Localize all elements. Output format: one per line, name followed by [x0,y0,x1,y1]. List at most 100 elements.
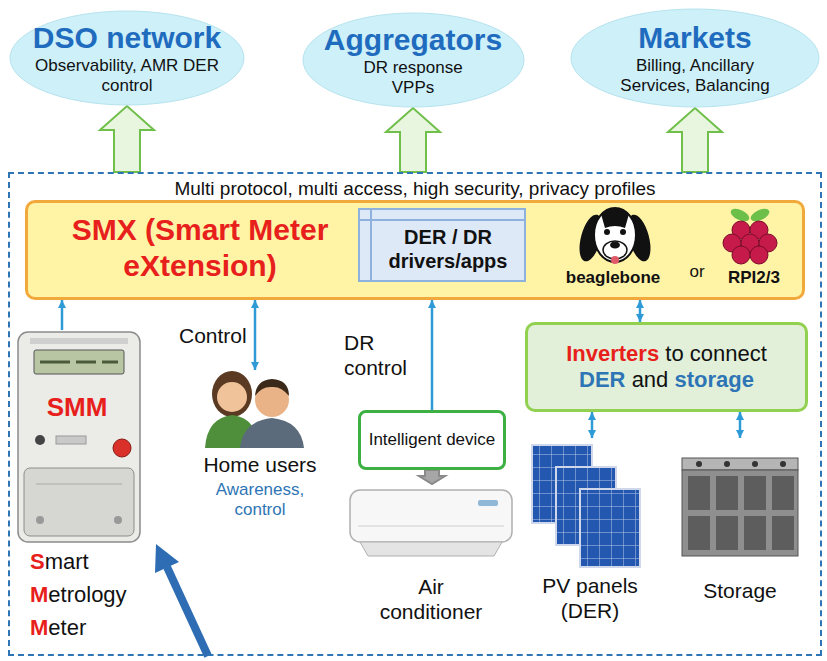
meter-illustration [18,332,140,542]
node-note: Awareness, control [205,480,315,521]
raspberry-pi-logo [732,246,750,264]
storage-illustration [688,476,710,510]
pointer-arrow [155,544,179,573]
ellipse-outline [303,13,524,107]
block-arrow [419,470,445,484]
meter-illustration [35,435,45,445]
text-run: storage [674,367,753,392]
node-caption: PV panels (DER) [535,573,645,623]
inverter-box: Inverters to connect DER and storage [525,322,808,412]
block-arrow [100,106,154,172]
initial-letter: M [30,615,48,640]
meter-illustration [36,484,122,485]
connector-line [591,412,594,438]
block-arrow [668,108,722,172]
storage-illustration [780,461,786,467]
meter-illustration [40,361,118,364]
pointer-arrow [167,567,208,656]
appliance-node: Air conditioner [345,484,517,644]
pv-panels-illustration [532,445,640,567]
storage-illustration [744,476,766,510]
service-ellipse: DSO networkObservability, AMR DER contro… [9,10,245,106]
users-illustration [255,379,289,396]
service-ellipse: AggregatorsDR response VPPs [302,12,525,108]
ellipse-text: Billing, Ancillary Services, Balancing [603,56,788,97]
device-box: Intelligent device [358,410,506,470]
beaglebone-logo [610,242,620,249]
meter-illustration [18,332,140,542]
storage-illustration [772,476,794,510]
beaglebone-logo [575,208,655,264]
beaglebone-logo [594,208,636,262]
initial-letter: M [30,582,48,607]
meter-illustration [30,338,128,344]
meter-illustration [36,516,44,524]
box-text: DER / DR drivers/apps [376,225,520,273]
storage-illustration [716,476,738,510]
storage-illustration [716,516,738,550]
users-illustration [240,418,304,448]
storage-illustration [744,516,766,550]
storage-illustration [682,458,798,470]
air-conditioner-illustration [478,500,498,506]
connector-line [254,300,257,370]
meter-illustration [113,439,131,457]
storage-illustration [696,461,702,467]
board-name: RPI2/3 [714,268,794,288]
boundary-caption: Multi protocol, multi access, high secur… [10,178,820,201]
block-arrow [386,108,440,172]
beaglebone-logo [601,208,629,228]
service-ellipse: MarketsBilling, Ancillary Services, Bala… [570,8,820,108]
raspberry-pi-logo [723,206,777,264]
initial-letter: S [30,549,45,574]
air-conditioner-illustration [358,526,504,527]
smx-box: DER / DR drivers/apps SMX (Smart Meter eX… [25,200,805,300]
node-caption: Storage [672,578,808,603]
box-text: Intelligent device [369,430,496,450]
node-caption: Air conditioner [371,574,491,624]
text-run: DER [579,367,625,392]
driver-box: DER / DR drivers/apps [358,208,526,282]
ellipse-text: Observability, AMR DER control [35,56,220,97]
box-text: Inverters to connect DER and storage [552,341,782,394]
raspberry-pi-logo [750,246,768,264]
air-conditioner-illustration [360,542,502,556]
air-conditioner-illustration [350,490,512,556]
meter-illustration [56,436,86,444]
connector-line [739,412,742,438]
storage-illustration [688,516,710,550]
beaglebone-logo [620,229,626,235]
pv-node: PV panels (DER) [522,438,658,643]
connector-line [431,300,434,410]
user-node: Home usersAwareness, control [180,370,340,535]
beaglebone-logo [611,256,619,264]
storage-illustration [682,470,798,556]
node-caption: Home users [180,452,340,477]
connector-label: Control [179,323,247,348]
board-name: beaglebone [553,268,673,288]
users-illustration [212,371,252,417]
storage-node: Storage [672,438,808,623]
storage-illustration [724,461,730,467]
ellipse-title: DSO network [33,20,221,56]
pv-panels-illustration [580,489,640,567]
box-title: SMX (Smart Meter eXtension) [40,212,360,284]
system-boundary: DER / DR drivers/apps SMX (Smart Meter eX… [8,172,822,656]
ellipse-title: Markets [638,20,751,56]
ellipse-outline [571,9,819,107]
ellipse-outline [10,11,244,105]
storage-illustration [682,458,798,556]
beaglebone-logo [604,229,610,235]
text-run: and [632,367,669,392]
storage-illustration [772,516,794,550]
meter-illustration [114,516,122,524]
users-illustration [205,371,304,448]
meter-node: SMMSmart Metrology Meter [12,330,152,648]
meter-illustration [24,468,134,536]
pointer-arrow [155,544,208,656]
air-conditioner-illustration [350,490,512,542]
meter-caption: Smart Metrology Meter [30,545,152,644]
users-illustration [217,382,247,412]
meter-badge: SMM [32,392,122,423]
